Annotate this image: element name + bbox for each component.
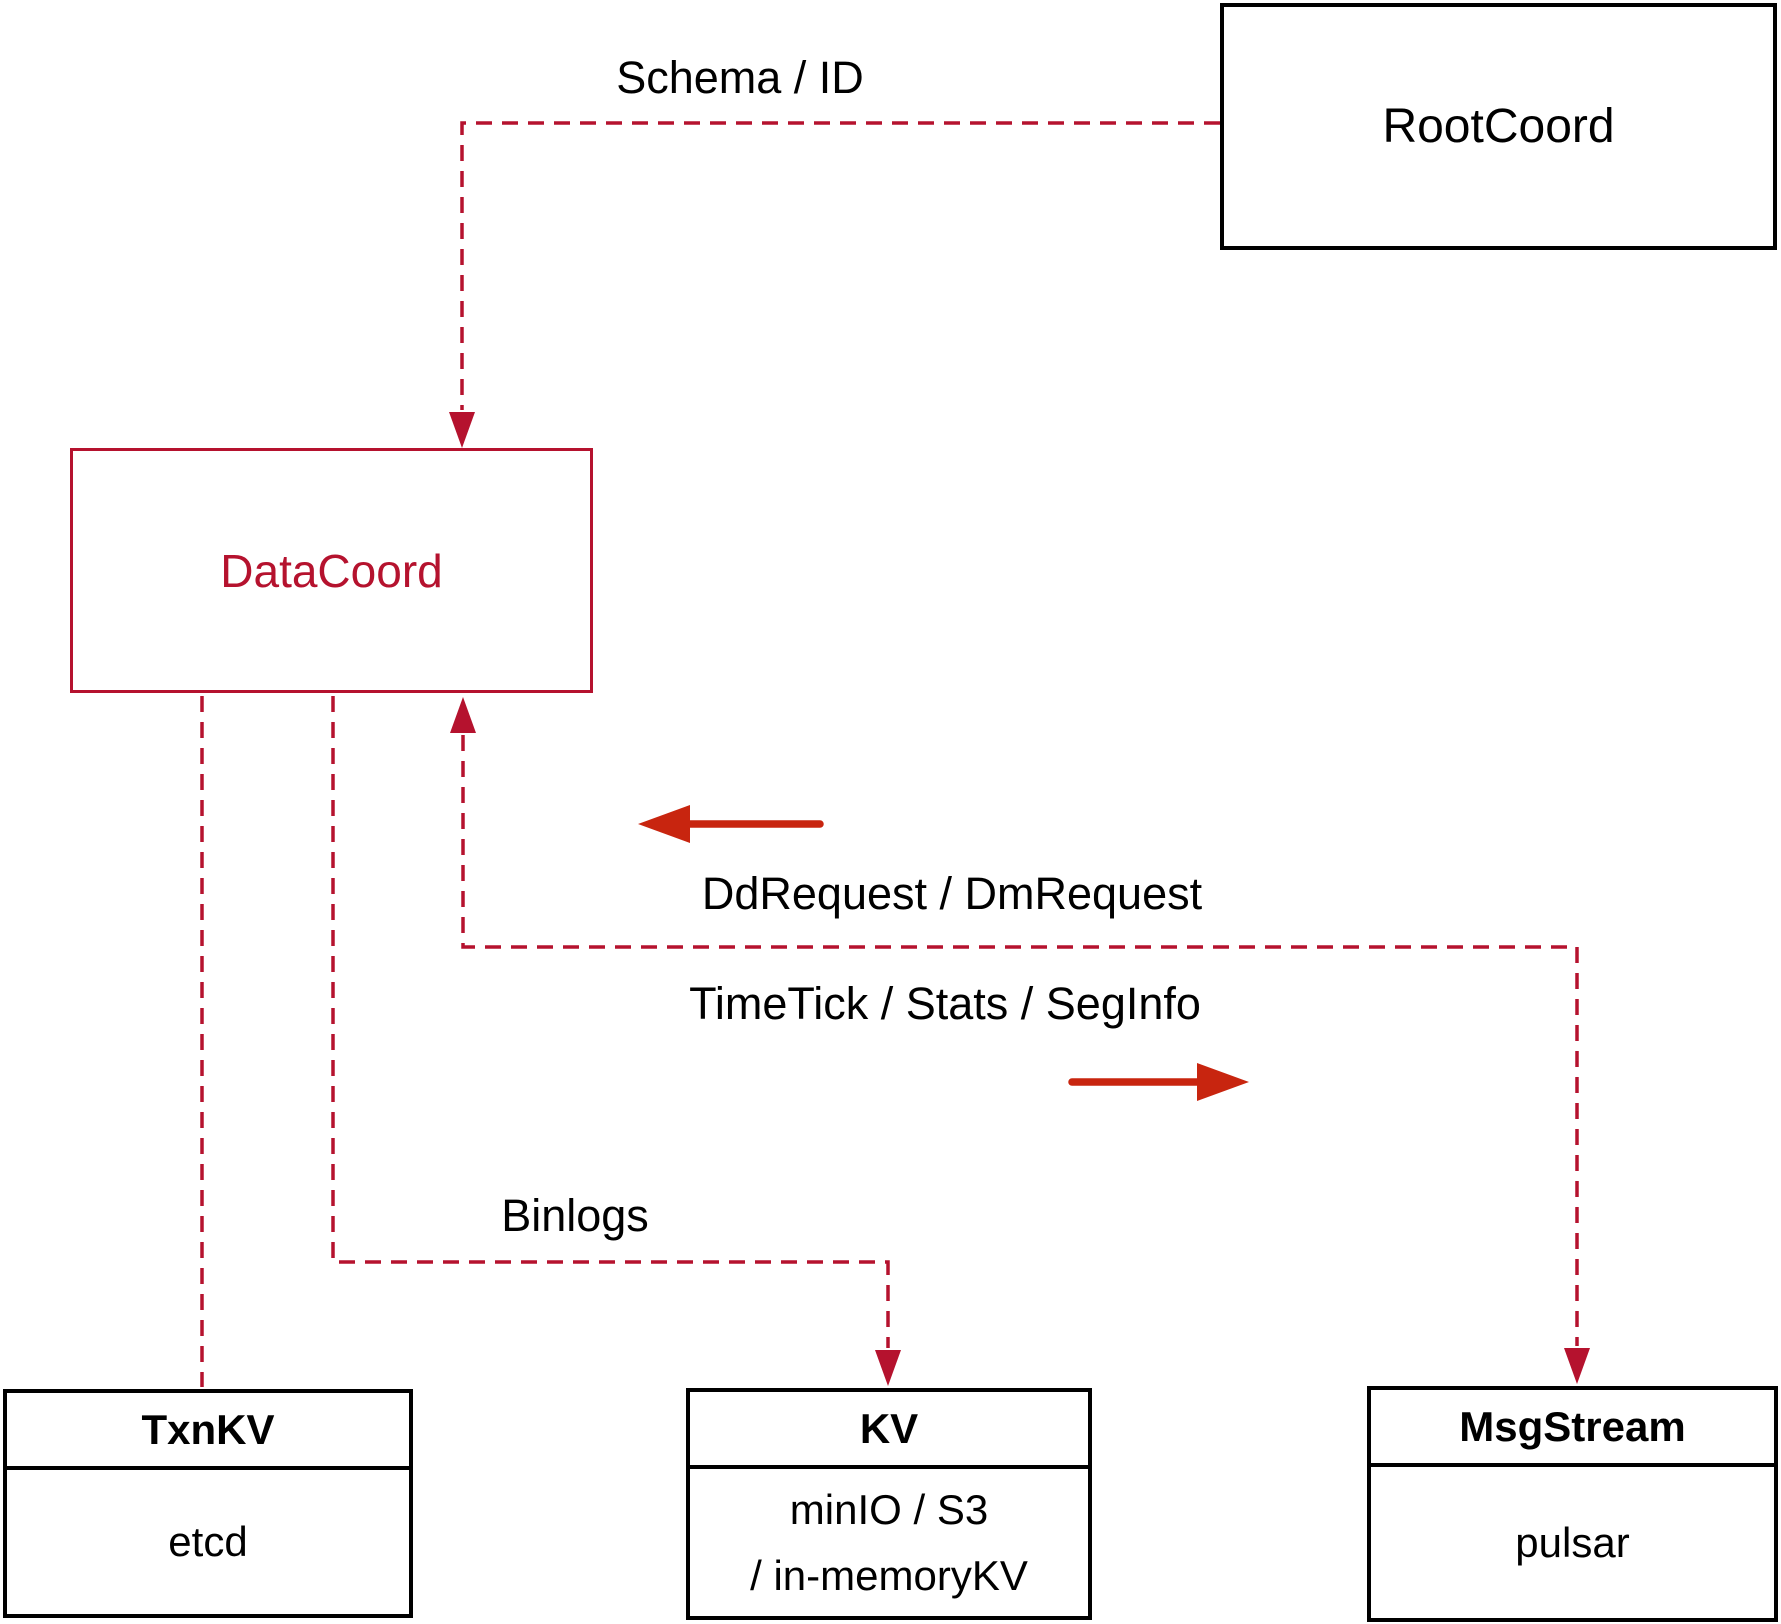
txnkv-title: TxnKV [7,1393,409,1470]
rootcoord-label: RootCoord [1382,100,1615,153]
right-direction-arrowhead-icon [1197,1063,1249,1101]
schema-id-label: Schema / ID [616,52,864,103]
datacoord-msgstream-connector [461,735,1579,1346]
kv-body-line1: minIO / S3 [789,1485,989,1533]
datacoord-up-arrowhead-icon [450,697,476,733]
kv-node: KV minIO / S3 / in-memoryKV [686,1388,1092,1620]
left-direction-arrowhead-icon [638,805,690,843]
binlogs-connector [331,696,890,1348]
rootcoord-node: RootCoord [1220,3,1777,250]
msgstream-body: pulsar [1371,1467,1774,1618]
kv-title: KV [690,1392,1088,1469]
dd-dm-request-label: DdRequest / DmRequest [701,868,1203,919]
schema-id-connector [460,121,1220,410]
msgstream-body-text: pulsar [1515,1518,1630,1566]
txnkv-body: etcd [7,1470,409,1614]
msgstream-node: MsgStream pulsar [1367,1386,1778,1622]
kv-body: minIO / S3 / in-memoryKV [690,1469,1088,1616]
msgstream-down-arrowhead-icon [1564,1348,1590,1384]
binlogs-label: Binlogs [501,1190,649,1241]
datacoord-label: DataCoord [220,544,443,597]
schema-id-arrowhead-icon [449,412,475,448]
binlogs-arrowhead-icon [875,1350,901,1386]
txnkv-node: TxnKV etcd [3,1389,413,1618]
timetick-stats-seginfo-label: TimeTick / Stats / SegInfo [689,978,1201,1029]
txnkv-body-text: etcd [168,1518,248,1565]
msgstream-title: MsgStream [1371,1390,1774,1467]
datacoord-node: DataCoord [70,448,593,693]
kv-body-line2: / in-memoryKV [750,1551,1028,1599]
